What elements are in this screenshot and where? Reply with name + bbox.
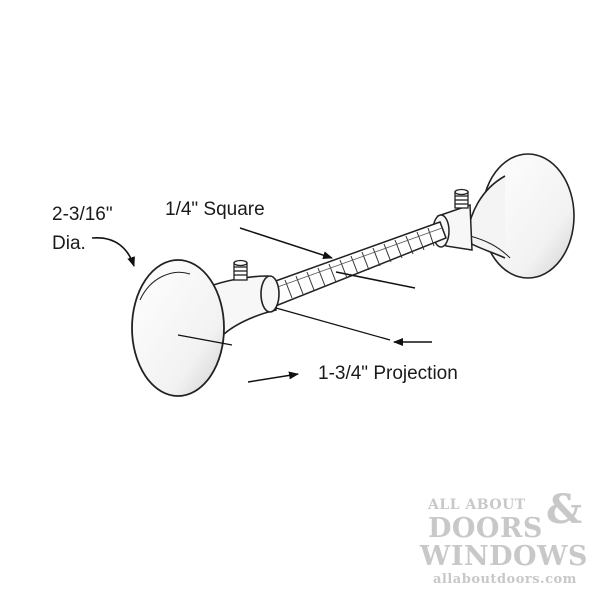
- square-label: 1/4" Square: [165, 199, 265, 220]
- projection-label: 1-3/4" Projection: [318, 363, 458, 384]
- right-set-screw: [454, 188, 469, 209]
- watermark-line1: ALL ABOUT: [428, 497, 526, 513]
- left-set-screw: [233, 259, 248, 281]
- watermark-line3: WINDOWS: [420, 541, 588, 572]
- diameter-label-line1: 2-3/16": [52, 204, 113, 225]
- watermark-url: allaboutdoors.com: [433, 572, 577, 587]
- projection-extension-left: [177, 334, 233, 346]
- diameter-arrow: [91, 237, 135, 267]
- projection-extension-right: [275, 307, 391, 341]
- diameter-label-line2: Dia.: [52, 233, 86, 254]
- threaded-spindle: [269, 221, 447, 306]
- watermark-ampersand: &: [546, 486, 583, 533]
- square-leader-lower: [335, 271, 416, 289]
- left-knob: [131, 259, 225, 397]
- watermark-line2: DOORS: [428, 513, 543, 544]
- square-leader-upper: [239, 227, 333, 260]
- projection-arrow-left: [247, 371, 299, 383]
- right-knob: [467, 153, 575, 279]
